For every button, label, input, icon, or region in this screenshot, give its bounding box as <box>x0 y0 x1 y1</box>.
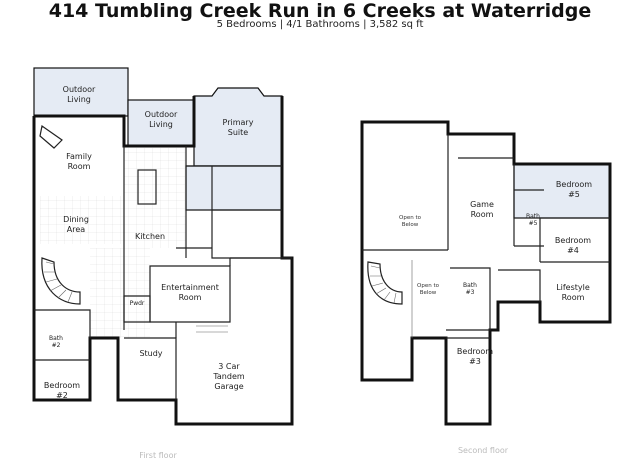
outdoor-living-area-1 <box>33 67 129 117</box>
powder-label: Pwdr <box>130 300 145 307</box>
bath-2-label: Bath#2 <box>49 335 63 349</box>
page-title: 414 Tumbling Creek Run in 6 Creeks at Wa… <box>48 0 592 22</box>
foyer-tile <box>90 248 150 338</box>
second-floor-stair <box>367 261 403 305</box>
page-subtitle: 5 Bedrooms | 4/1 Bathrooms | 3,582 sq ft <box>216 19 424 30</box>
primary-bath-area <box>185 165 283 211</box>
bath-3-label: Bath#3 <box>463 282 477 296</box>
bedroom-5-label: Bedroom#5 <box>556 180 592 199</box>
outdoor-living-area-2 <box>127 99 195 147</box>
stair-treads <box>370 265 397 304</box>
garage-shelving <box>196 325 228 333</box>
dining-tile <box>40 196 124 244</box>
primary-suite-area <box>193 87 283 167</box>
bath-5-label: Bath#5 <box>526 213 540 227</box>
bedroom-4-label: Bedroom#4 <box>555 236 591 255</box>
study-label: Study <box>139 349 162 358</box>
bath-2-wall <box>34 309 91 338</box>
kitchen-island <box>137 169 157 205</box>
study-walls <box>124 337 177 400</box>
powder-walls <box>123 295 151 323</box>
first-floor-caption: First floor <box>139 451 177 460</box>
kitchen-label: Kitchen <box>135 232 165 241</box>
bedroom-2-label: Bedroom#2 <box>44 381 80 400</box>
bedroom-5-area <box>513 163 611 219</box>
first-floor-stair <box>41 257 81 305</box>
wall <box>498 269 541 302</box>
bedroom-3-label: Bedroom#3 <box>457 347 493 366</box>
bath-3-walls <box>446 267 491 331</box>
fireplace <box>39 124 63 149</box>
stair-treads <box>44 261 73 303</box>
kitchen-tile <box>124 148 186 248</box>
second-floor-caption: Second floor <box>458 446 509 455</box>
